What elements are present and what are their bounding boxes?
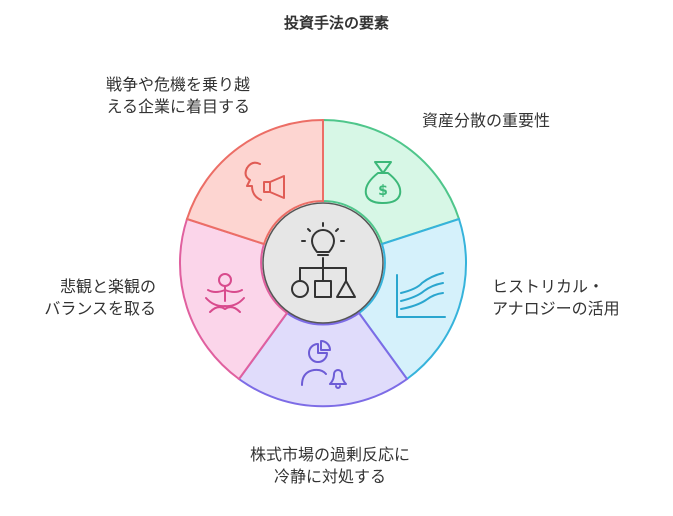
lightbulb-decision-icon bbox=[291, 222, 356, 298]
meditation-icon bbox=[205, 273, 245, 313]
line-chart-icon bbox=[396, 272, 446, 318]
label-overreaction: 株式市場の過剰反応に 冷静に対処する bbox=[249, 445, 410, 486]
segment-diversification bbox=[322, 118, 461, 246]
label-historical: ヒストリカル・ アナロジーの活用 bbox=[492, 277, 620, 318]
segment-crisis bbox=[185, 118, 324, 246]
label-balance: 悲観と楽観の バランスを取る bbox=[44, 277, 156, 318]
pie-chart-bell-icon bbox=[301, 340, 347, 389]
svg-text:$: $ bbox=[378, 183, 388, 199]
segment-historical bbox=[357, 217, 468, 381]
label-crisis: 戦争や危機を乗り越 える企業に着目する bbox=[105, 75, 250, 116]
speaking-head-megaphone-icon bbox=[244, 161, 285, 201]
segment-balance bbox=[178, 217, 289, 381]
diagram-title: 投資手法の要素 bbox=[283, 14, 389, 32]
money-bag-icon: $ bbox=[364, 161, 402, 204]
label-diversification: 資産分散の重要性 bbox=[422, 111, 551, 130]
